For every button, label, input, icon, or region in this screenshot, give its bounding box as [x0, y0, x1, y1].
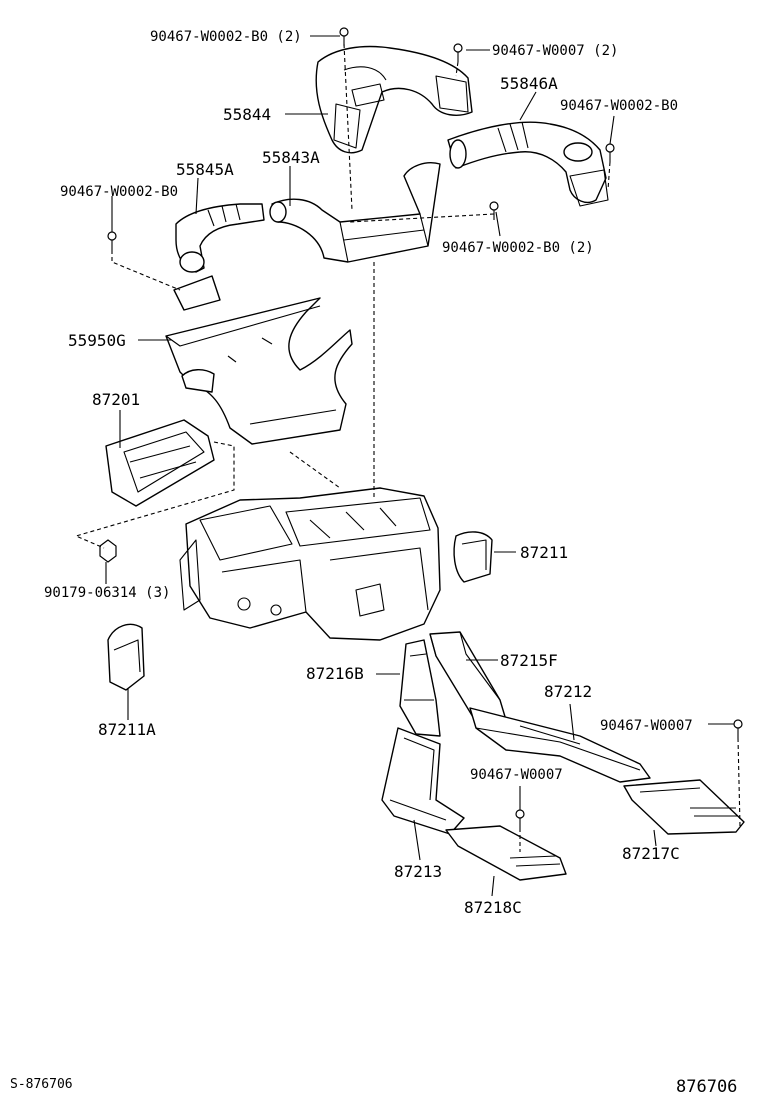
- part-87216b-duct: [399, 639, 441, 737]
- callout-90467-w0002-b0-2-mid: 90467-W0002-B0 (2): [442, 240, 594, 256]
- callout-90467-w0007-2: 90467-W0007 (2): [492, 43, 618, 59]
- callout-87217c: 87217C: [622, 844, 680, 863]
- callout-90467-w0002-b0-2-top: 90467-W0002-B0 (2): [150, 29, 302, 45]
- callout-90467-w0002-b0-right: 90467-W0002-B0: [560, 98, 678, 114]
- part-55843a-duct: [269, 162, 441, 263]
- callout-55844: 55844: [223, 105, 271, 124]
- callout-87201: 87201: [92, 390, 140, 409]
- callout-87218c: 87218C: [464, 898, 522, 917]
- footer-right-code: 876706: [676, 1077, 737, 1097]
- callout-55845a: 55845A: [176, 160, 234, 179]
- alignment-lines: [74, 43, 741, 852]
- bolt-icon: [339, 27, 349, 46]
- part-87212-duct: [469, 707, 651, 783]
- callout-87213: 87213: [394, 862, 442, 881]
- callout-55846a: 55846A: [500, 74, 558, 93]
- callout-90467-w0002-b0-left: 90467-W0002-B0: [60, 184, 178, 200]
- footer-left-code: S-876706: [10, 1077, 73, 1092]
- bolt-icon: [453, 43, 463, 62]
- part-87201-register: [105, 419, 215, 507]
- bolt-icon: [605, 143, 615, 162]
- part-87217c-outlet: [623, 779, 745, 835]
- callout-87215f: 87215F: [500, 651, 558, 670]
- part-55844-duct: [315, 45, 473, 154]
- bolt-icon: [107, 231, 117, 250]
- part-55950g-nozzle: [165, 297, 353, 445]
- leader-lines: [105, 35, 734, 897]
- part-87211a-cap: [107, 623, 145, 691]
- part-87215f-duct: [429, 631, 507, 723]
- callout-55843a: 55843A: [262, 148, 320, 167]
- bolt-icon: [515, 809, 525, 828]
- bolt-icon: [733, 719, 743, 738]
- callout-90467-w0007-center: 90467-W0007: [470, 767, 563, 783]
- part-87211-cap: [453, 531, 493, 583]
- part-55845a-hose: [173, 203, 265, 311]
- callout-87211: 87211: [520, 543, 568, 562]
- callout-87211a: 87211A: [98, 720, 156, 739]
- callout-55950g: 55950G: [68, 331, 126, 350]
- part-heater-unit: [179, 487, 441, 641]
- part-87213-duct: [381, 727, 465, 835]
- callout-87216b: 87216B: [306, 664, 364, 683]
- nut-icon: [99, 539, 117, 563]
- callout-87212: 87212: [544, 682, 592, 701]
- callout-90467-w0007-right: 90467-W0007: [600, 718, 693, 734]
- part-55846a-hose: [447, 121, 609, 207]
- callout-90179-06314-3: 90179-06314 (3): [44, 585, 170, 601]
- bolt-icon: [489, 201, 499, 220]
- callouts: 90467-W0002-B0 (2) 90467-W0007 (2) 55844…: [44, 29, 693, 917]
- part-87218c-outlet: [445, 825, 567, 881]
